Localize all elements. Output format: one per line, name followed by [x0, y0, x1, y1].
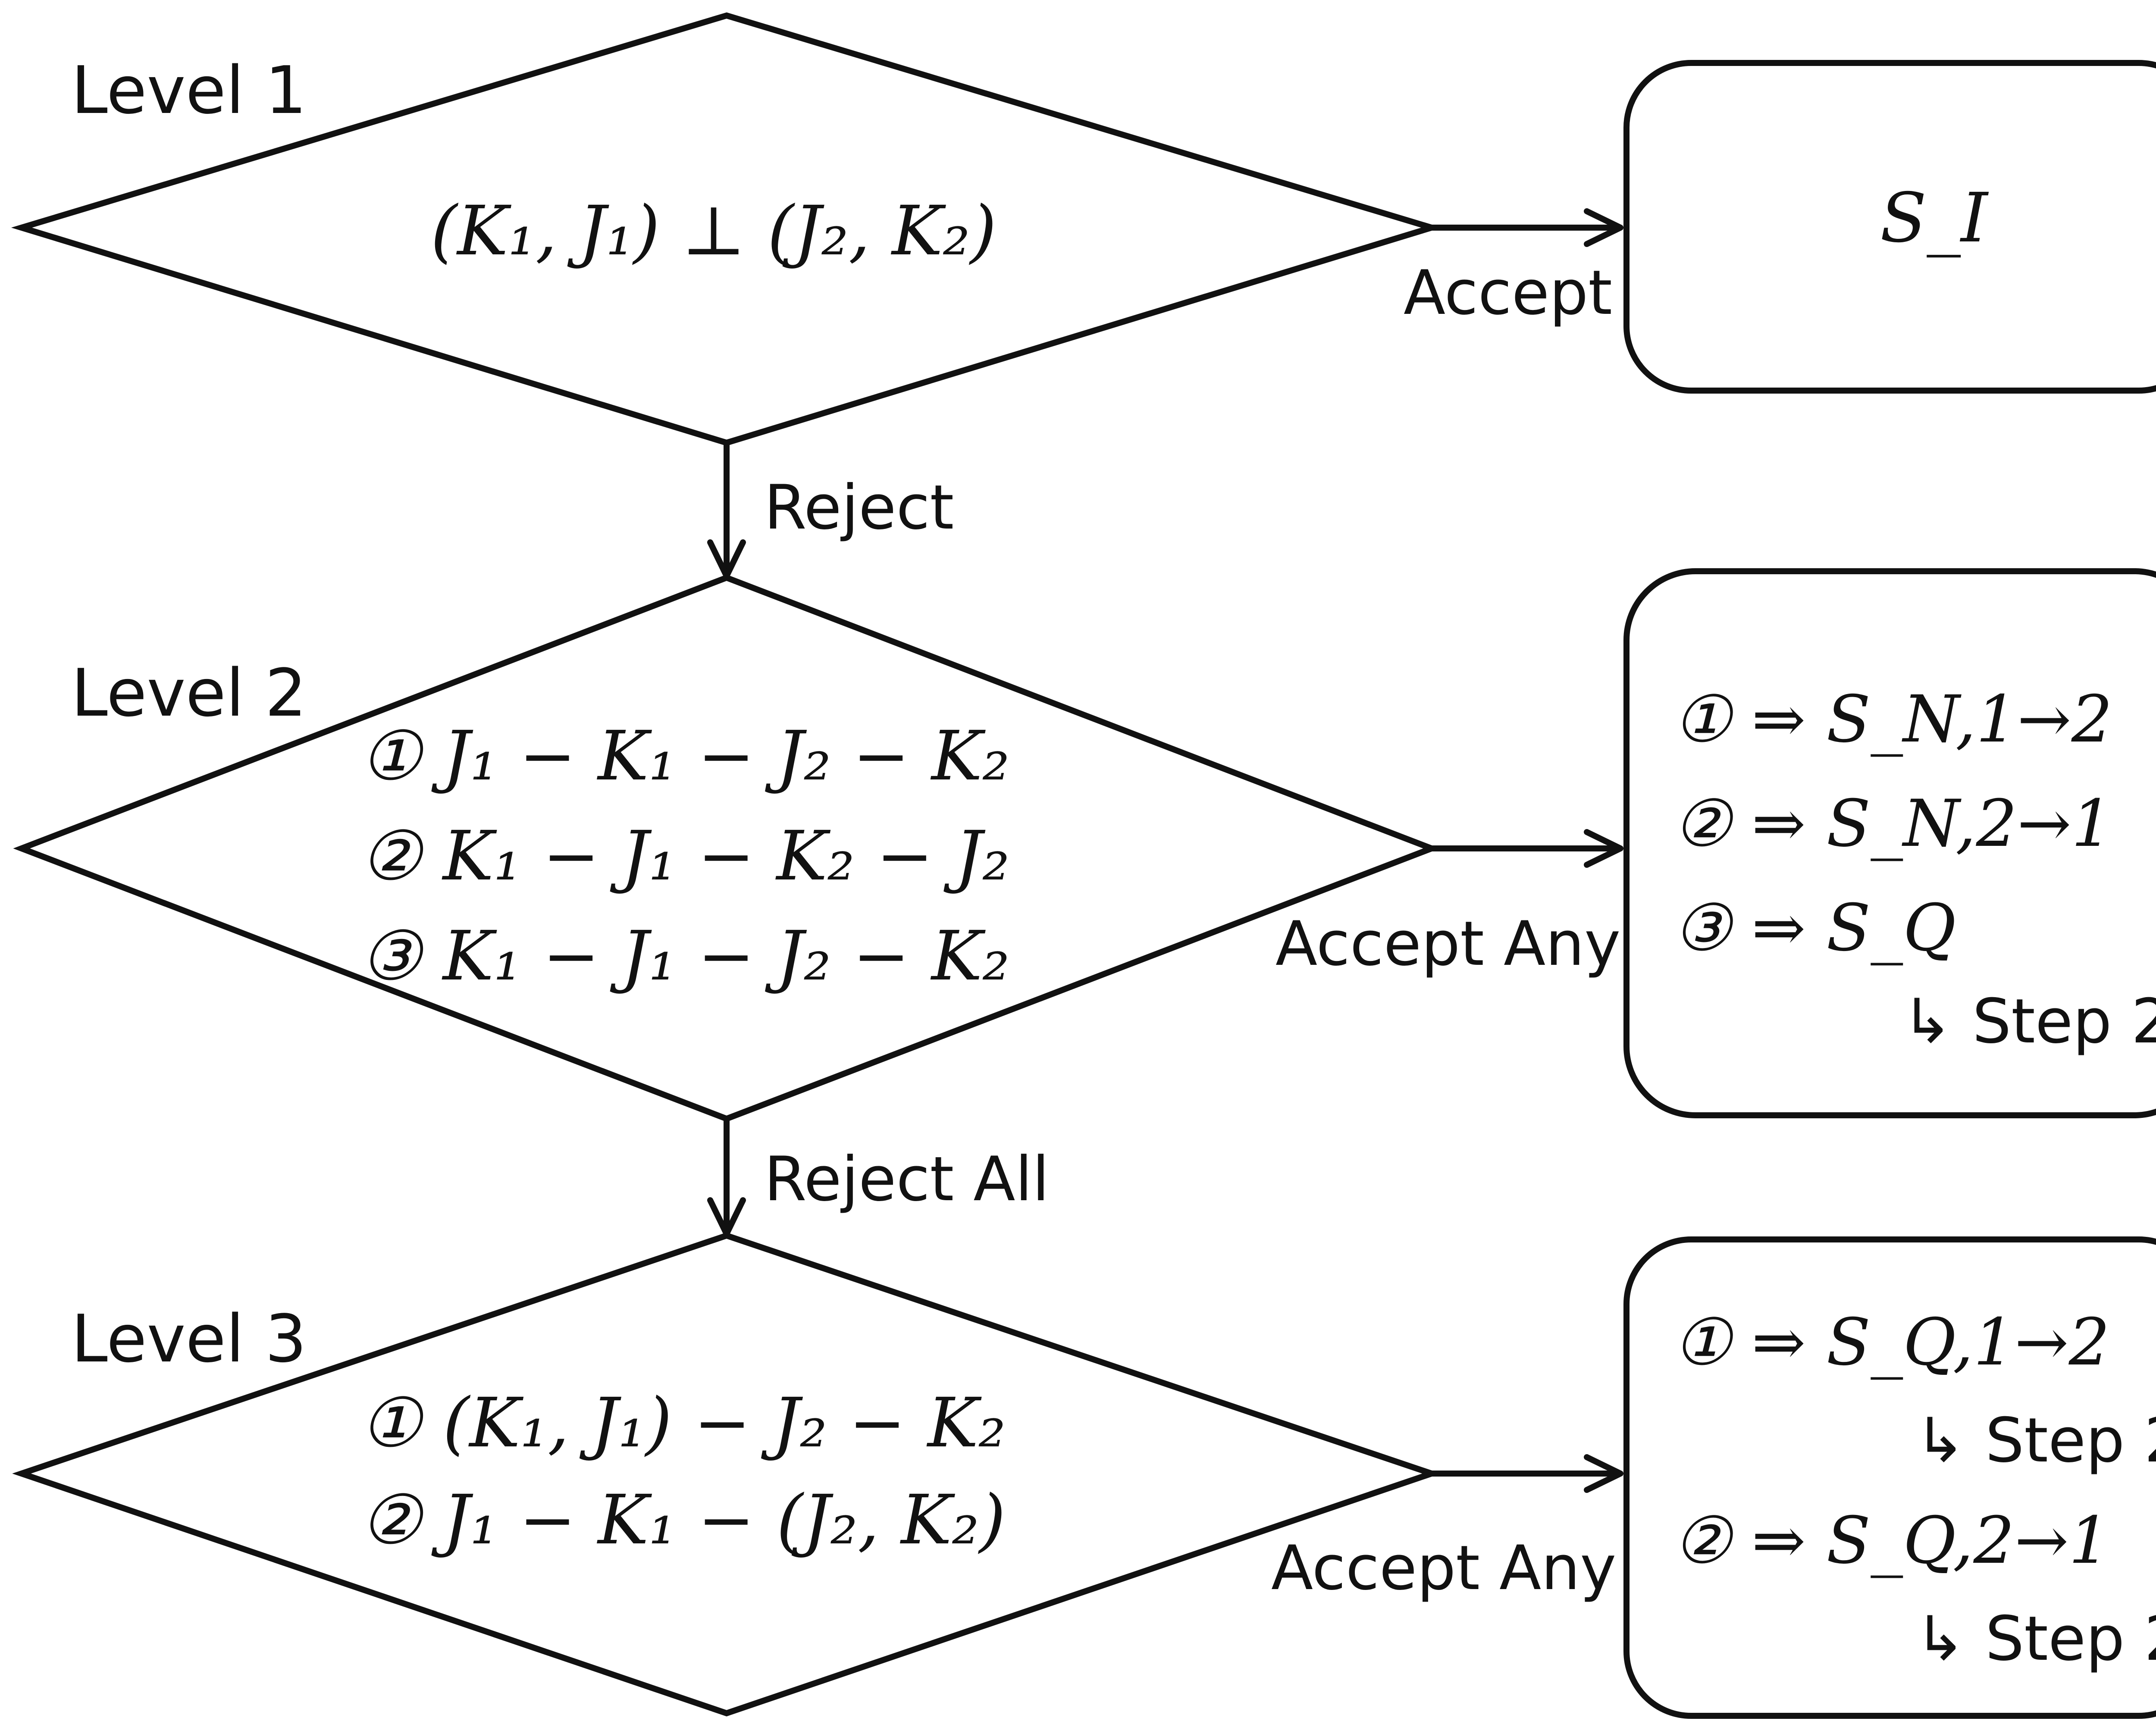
level-2-condition-1: ① J₁ − K₁ − J₂ − K₂	[360, 717, 1009, 796]
level-1-accept-label: Accept	[1404, 257, 1612, 329]
level-2-label: Level 2	[71, 655, 307, 731]
outcome-box-2	[1623, 568, 2156, 1118]
level-1-condition: (K₁, J₁) ⊥ (J₂, K₂)	[431, 191, 997, 271]
level-2-accept-arrowhead	[1584, 829, 1623, 868]
outcome-2-line-3: ③ ⇒ S_Q	[1673, 891, 1956, 966]
outcome-3-line-2: ↳ Step 2	[1915, 1405, 2156, 1476]
level-3-accept-arrowhead	[1584, 1454, 1623, 1493]
level-2-reject-label: Reject All	[764, 1144, 1049, 1215]
level-1-reject-label: Reject	[764, 472, 954, 543]
outcome-2-line-2: ② ⇒ S_N,2→1	[1673, 786, 2112, 861]
level-3-accept-label: Accept Any	[1271, 1533, 1616, 1604]
outcome-box-1	[1623, 60, 2156, 394]
level-1-label: Level 1	[71, 52, 307, 128]
outcome-1-state: S_I	[1880, 178, 1989, 258]
outcome-3-line-4: ↳ Step 2	[1915, 1603, 2156, 1674]
outcome-2-line-1: ① ⇒ S_N,1→2	[1673, 682, 2112, 757]
level-3-condition-2: ② J₁ − K₁ − (J₂, K₂)	[360, 1480, 1006, 1560]
level-3-label: Level 3	[71, 1301, 307, 1377]
level-3-condition-1: ① (K₁, J₁) − J₂ − K₂	[360, 1383, 1006, 1463]
level-2-condition-3: ③ K₁ − J₁ − J₂ − K₂	[360, 917, 1009, 996]
level-3-diamond	[12, 1232, 1441, 1717]
outcome-box-3	[1623, 1236, 2156, 1719]
outcome-3-line-3: ② ⇒ S_Q,2→1	[1673, 1503, 2110, 1578]
outcome-3-line-1: ① ⇒ S_Q,1→2	[1673, 1305, 2110, 1380]
outcome-2-line-4: ↳ Step 2	[1902, 986, 2156, 1057]
level-1-accept-arrowhead	[1584, 208, 1623, 247]
level-2-condition-2: ② K₁ − J₁ − K₂ − J₂	[360, 817, 1009, 896]
level-2-accept-label: Accept Any	[1275, 908, 1620, 979]
